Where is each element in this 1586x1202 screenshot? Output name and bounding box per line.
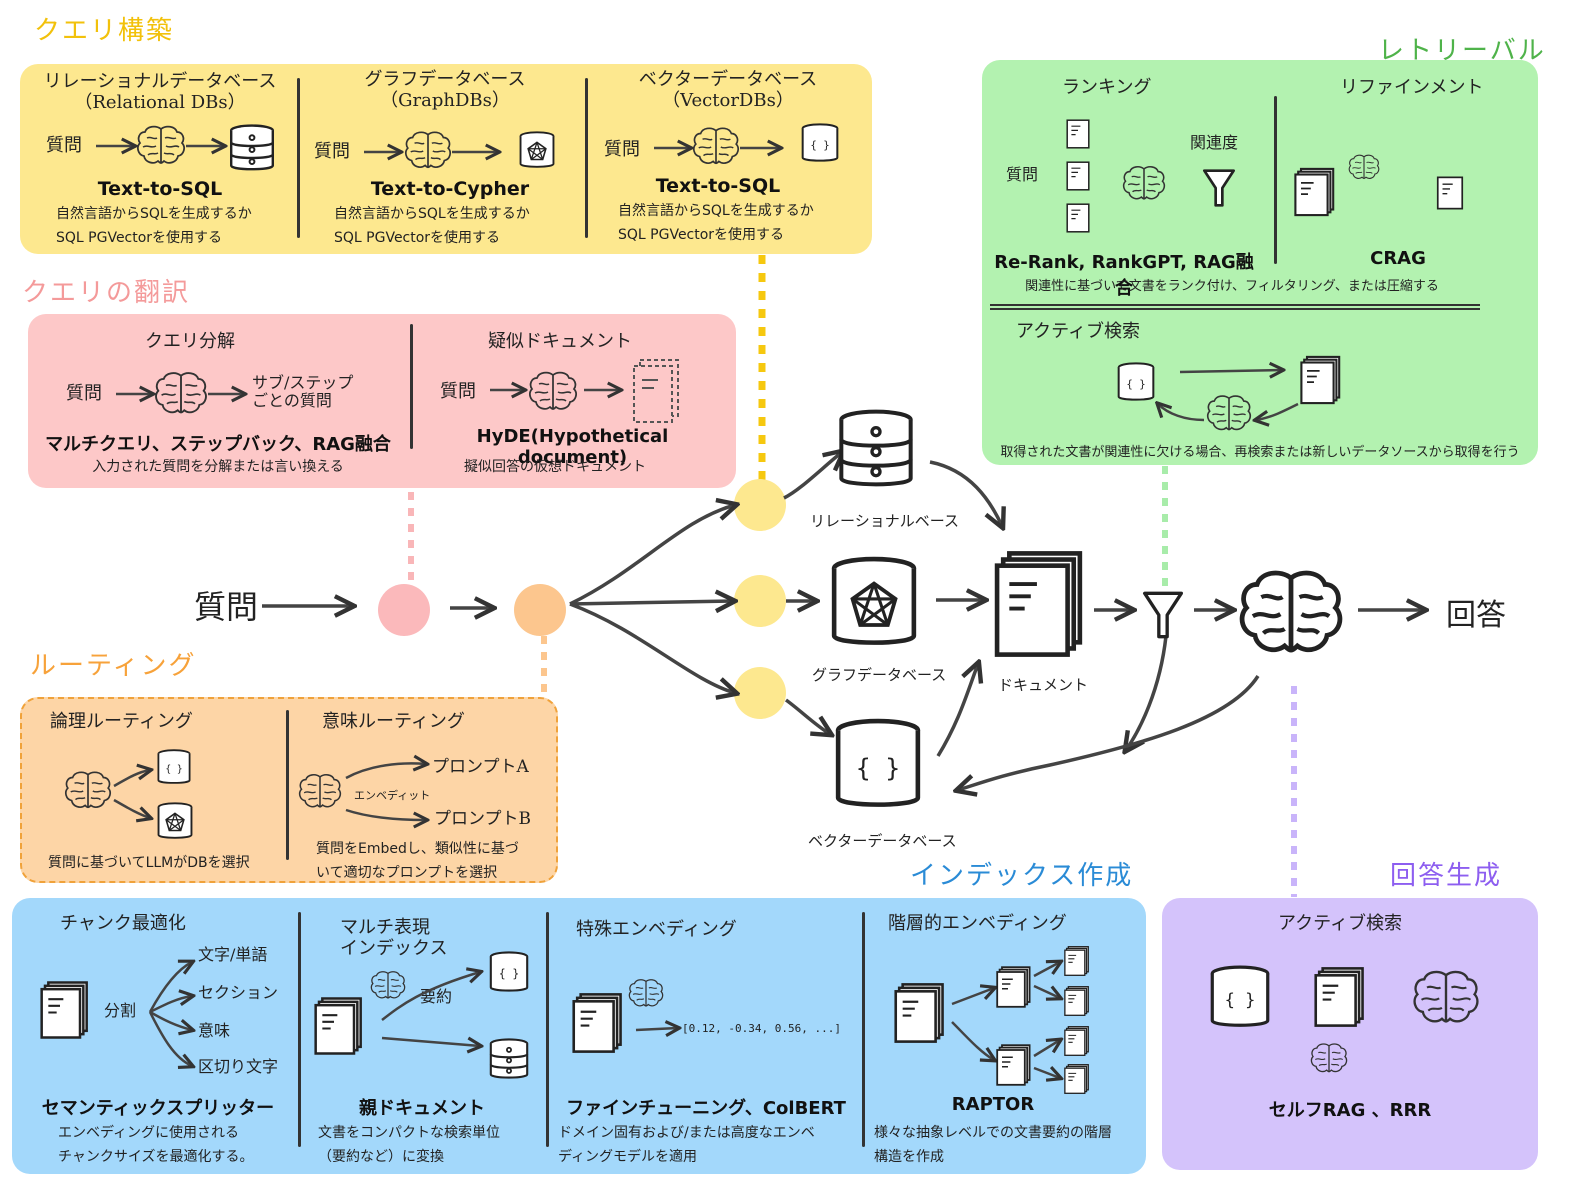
vector-db-header: ベクターデータベース （VectorDBs）: [638, 69, 818, 111]
refinement-header: リファインメント: [1340, 77, 1484, 98]
divider: [297, 78, 300, 238]
vector-example: [0.12, -0.34, 0.56, ...]: [682, 1022, 841, 1035]
relational-db-label: リレーショナルベース: [810, 512, 959, 530]
special-embedding-header: 特殊エンベディング: [576, 919, 737, 940]
chunk-optimization-header: チャンク最適化: [60, 913, 186, 934]
sub-question-label: サブ/ステップ ごとの質問: [252, 373, 354, 411]
description: 入力された質問を分解または言い換える: [92, 459, 344, 475]
query-translation-title: クエリの翻訳: [22, 278, 191, 308]
finetuning-label: ファインチューニング、ColBERT: [566, 1098, 846, 1119]
graph-db-header: グラフデータベース （GraphDBs）: [364, 69, 526, 111]
documents-label: ドキュメント: [998, 676, 1089, 694]
divider: [862, 912, 865, 1147]
description: ドメイン固有および/または高度なエンベディングモデルを適用: [558, 1125, 815, 1165]
divider: [410, 324, 413, 449]
question-node: 質問: [194, 588, 259, 626]
description: エンベディングに使用されるチャンクサイズを最適化する。: [58, 1125, 254, 1165]
hyde-label: HyDE(Hypothetical document): [476, 426, 669, 468]
divider: [286, 710, 289, 860]
chunk-option: 意味: [198, 1021, 231, 1040]
parent-document-label: 親ドキュメント: [359, 1098, 485, 1119]
text-to-sql-label: Text-to-SQL: [655, 175, 781, 197]
crag-label: CRAG: [1370, 248, 1426, 269]
active-retrieval-header: アクティブ検索: [1278, 913, 1403, 934]
semantic-splitter-label: セマンティックスプリッター: [41, 1098, 275, 1119]
question-label: 質問: [66, 383, 102, 404]
semantic-routing-header: 意味ルーティング: [322, 711, 465, 732]
indexing-title: インデックス作成: [910, 861, 1134, 891]
active-retrieval-description: 取得された文書が関連性に欠ける場合、再検索または新しいデータソースから取得を行う: [1000, 445, 1520, 460]
multi-query-label: マルチクエリ、ステップバック、RAG融合: [45, 434, 391, 455]
divider: [990, 308, 1480, 310]
description: 文書をコンパクトな検索単位（要約など）に変換: [318, 1125, 500, 1165]
divider: [298, 912, 301, 1147]
self-rag-label: セルフRAG 、RRR: [1268, 1100, 1432, 1121]
query-construction-panel: [20, 64, 872, 254]
raptor-label: RAPTOR: [951, 1094, 1035, 1115]
description: 擬似回答の仮想ドキュメント: [464, 459, 646, 475]
multi-representation-header: マルチ表現 インデックス: [340, 917, 448, 959]
hierarchical-embedding-header: 階層的エンベディング: [888, 913, 1067, 934]
question-label: 質問: [314, 141, 350, 162]
prompt-a-label: プロンプトA: [432, 757, 529, 777]
question-label: 質問: [1006, 165, 1039, 184]
divider: [546, 912, 549, 1147]
text-to-sql-label: Text-to-SQL: [97, 178, 223, 200]
question-label: 質問: [440, 381, 476, 402]
vector-db-label: ベクターデータベース: [808, 832, 957, 850]
description: 質問をEmbedし、類似性に基づいて適切なプロンプトを選択: [316, 841, 519, 881]
question-label: 質問: [46, 135, 82, 156]
split-label: 分割: [104, 1001, 137, 1020]
divider: [585, 78, 588, 238]
relational-db-header: リレーショナルデータベース （Relational DBs）: [43, 71, 277, 113]
generation-panel: [1162, 898, 1538, 1170]
description: 様々な抽象レベルでの文書要約の階層構造を作成: [874, 1125, 1112, 1165]
chunk-option: 区切り文字: [198, 1057, 279, 1076]
query-decomposition-header: クエリ分解: [145, 331, 235, 352]
logical-routing-header: 論理ルーティング: [50, 711, 193, 732]
chunk-option: 文字/単語: [198, 945, 268, 964]
text-to-cypher-label: Text-to-Cypher: [370, 178, 530, 200]
question-label: 質問: [604, 139, 640, 160]
chunk-option: セクション: [198, 983, 279, 1002]
embed-label: エンベディット: [354, 789, 431, 802]
ranking-description: 関連性に基づいて文書をランク付け、フィルタリング、または圧縮する: [1025, 279, 1439, 294]
query-construction-title: クエリ構築: [34, 16, 175, 46]
routing-title: ルーティング: [30, 651, 197, 681]
prompt-b-label: プロンプトB: [434, 809, 531, 829]
active-retrieval-header: アクティブ検索: [1016, 321, 1141, 342]
description: 質問に基づいてLLMがDBを選択: [48, 855, 250, 871]
answer-node: 回答: [1446, 598, 1506, 633]
divider: [1274, 96, 1277, 264]
rerank-label: Re-Rank, RankGPT, RAG融合: [994, 252, 1254, 299]
graph-db-label: グラフデータベース: [812, 666, 947, 684]
generation-title: 回答生成: [1390, 861, 1503, 891]
relevance-label: 関連度: [1190, 133, 1239, 152]
ranking-header: ランキング: [1062, 77, 1152, 98]
divider: [990, 304, 1480, 306]
pseudo-document-header: 疑似ドキュメント: [488, 331, 632, 352]
